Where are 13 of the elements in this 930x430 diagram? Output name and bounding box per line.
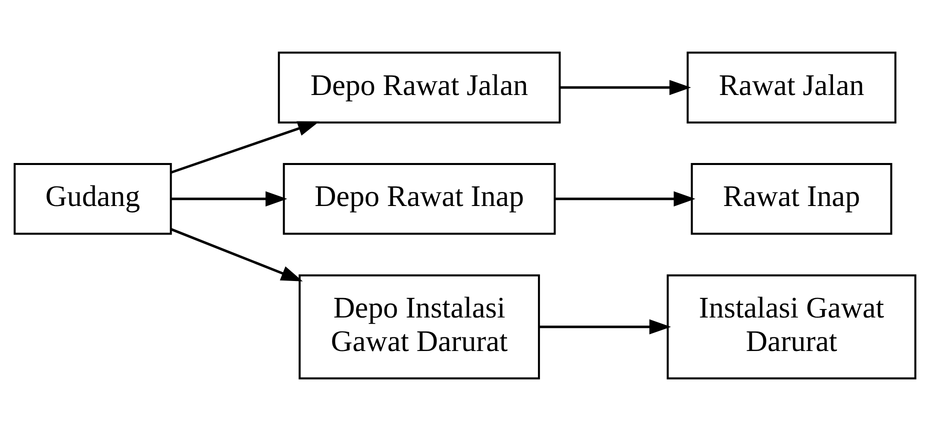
arrow: [170, 228, 303, 281]
arrow: [170, 120, 320, 174]
arrow: [560, 79, 692, 95]
node-box: Rawat Inap: [690, 162, 892, 234]
node-box: Depo Instalasi Gawat Darurat: [298, 274, 540, 379]
node-box: Depo Rawat Jalan: [278, 51, 561, 123]
node-box: Instalasi Gawat Darurat: [666, 274, 916, 379]
node-box: Rawat Jalan: [686, 51, 896, 123]
arrow: [171, 190, 288, 206]
node-box: Gudang: [14, 162, 172, 234]
node-box: Depo Rawat Inap: [282, 162, 556, 234]
arrow: [555, 190, 696, 206]
arrow: [539, 318, 671, 334]
